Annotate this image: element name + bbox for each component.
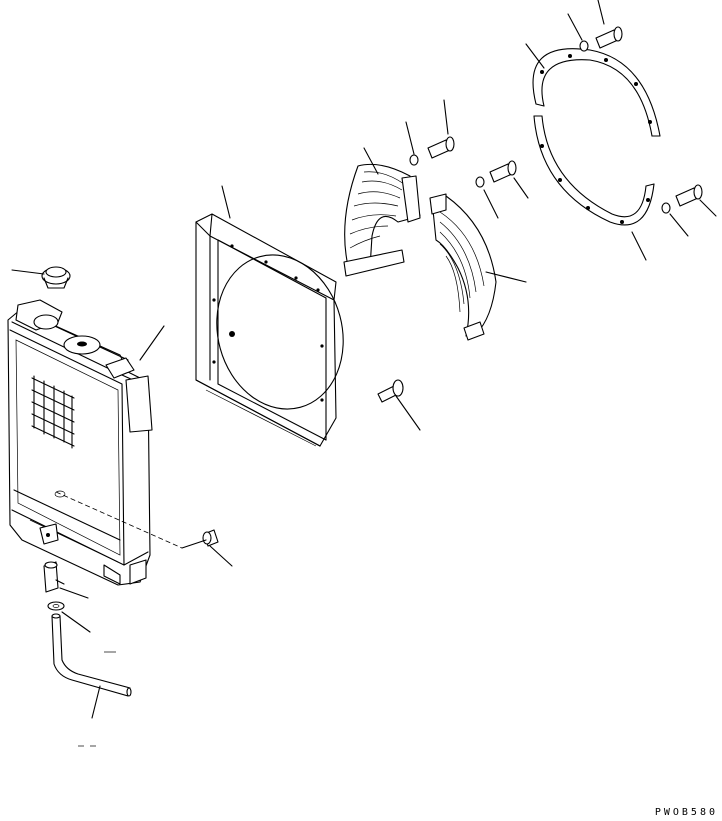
shroud-bolt <box>377 379 404 403</box>
washer <box>47 601 65 611</box>
shroud-ring <box>532 48 661 226</box>
radiator-cap <box>41 266 71 289</box>
guard-bolt-upper <box>427 136 455 159</box>
ring-bolt-top <box>595 26 623 49</box>
drain-plug <box>202 529 219 547</box>
leader-lines <box>11 0 717 747</box>
fan-shroud <box>195 213 344 447</box>
drain-cock <box>43 561 65 593</box>
ring-bolt-side <box>675 184 703 207</box>
guard-bolt-lower <box>489 160 517 183</box>
drain-hose <box>51 613 132 697</box>
radiator-core-grid <box>31 375 75 449</box>
radiator <box>7 299 183 586</box>
fan-guard-upper <box>343 163 421 277</box>
ring-washer-top <box>579 40 589 52</box>
guard-washer-lower <box>475 176 485 188</box>
guard-washer-upper <box>409 154 419 166</box>
fan-guard-lower <box>429 193 497 341</box>
drawing-code: PWOB580 <box>654 807 718 818</box>
ring-washer-side <box>661 202 671 214</box>
